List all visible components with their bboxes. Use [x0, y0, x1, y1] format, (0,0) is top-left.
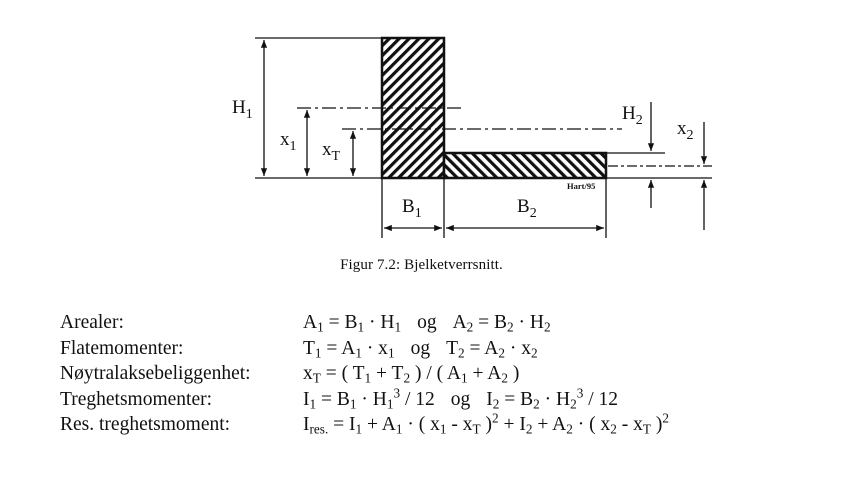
b-dimensions [381, 178, 607, 238]
row-label: Arealer: [60, 312, 124, 333]
b2-label: B2 [517, 196, 537, 221]
formula: xT = ( T1 + T2 ) / ( A1 + A2 ) [303, 363, 520, 386]
row-label: Nøytralaksebeliggenhet: [60, 363, 251, 384]
x2-label: x2 [677, 118, 694, 143]
x1-dimension [297, 107, 462, 176]
row-label: Treghetsmomenter: [60, 388, 213, 410]
h1-label: H1 [232, 97, 253, 122]
x1-label: x1 [280, 129, 297, 154]
formula: Ires. = I1 + A1 · ( x1 - xT )2 + I2 + A2… [303, 410, 669, 437]
h2-label: H2 [622, 103, 643, 128]
xt-dimension [342, 128, 622, 176]
row-label: Res. treghetsmoment: [60, 414, 231, 435]
figure-caption: Figur 7.2: Bjelketverrsnitt. [340, 257, 503, 273]
xt-label: xT [322, 139, 341, 164]
signature-label: Hart/95 [567, 181, 595, 191]
row-label: Flatemomenter: [60, 337, 184, 359]
b1-label: B1 [402, 196, 422, 221]
h1-dimension [255, 37, 382, 179]
beam-cross-section-figure: H1 x1 xT H2 x2 B1 B2 Hart/95 [232, 36, 712, 238]
flange-rectangle [442, 151, 608, 180]
